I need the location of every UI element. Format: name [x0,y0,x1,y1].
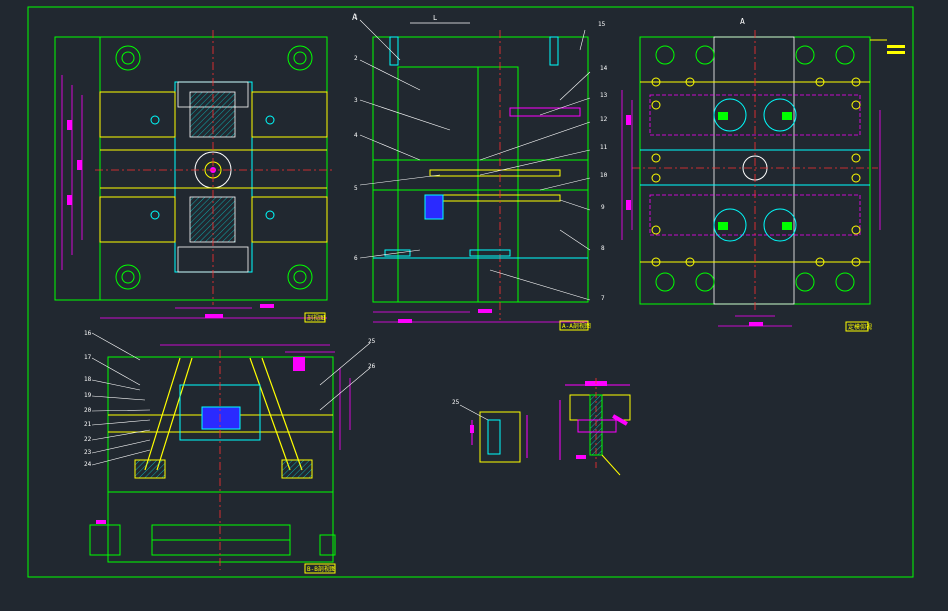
detail-view-2[interactable] [559,378,631,476]
plan-view-label: 剖视图 [307,314,325,322]
callout-15: 15 [598,21,606,28]
callout-18: 18 [84,376,92,383]
callout-5: 5 [354,185,358,192]
section-view[interactable]: A L 1 2 3 4 5 6 15 [352,13,608,331]
cavity-view[interactable]: 定模仰视 A [621,17,905,332]
callout-10: 10 [600,172,608,179]
section-view-label: A-A剖视图 [562,322,591,330]
callout-17: 17 [84,354,92,361]
callout-9: 9 [601,204,605,211]
section-marker-caption: L [433,14,437,22]
detail-callout: 25 [452,399,460,406]
detail-view-1[interactable]: 25 [452,399,528,463]
callout-12: 12 [600,116,608,123]
callout-19: 19 [84,392,92,399]
callout-8: 8 [601,245,605,252]
cavity-section-letter: A [740,17,745,26]
callout-13: 13 [600,92,608,99]
callout-26: 26 [368,363,376,370]
callout-21: 21 [84,421,92,428]
callout-23: 23 [84,449,92,456]
callout-4: 4 [354,132,358,139]
callout-2: 2 [354,55,358,62]
section-marker-letter: A [352,13,358,23]
callout-3: 3 [354,97,358,104]
callout-7: 7 [601,295,605,302]
callout-25: 25 [368,338,376,345]
drawing-frame [27,6,914,578]
callout-11: 11 [600,144,608,151]
callout-20: 20 [84,407,92,414]
cavity-view-label: 定模仰视 [848,323,872,331]
callout-22: 22 [84,436,92,443]
slider-view[interactable]: 16 17 18 19 20 21 22 23 24 25 26 B-B剖视图 [84,330,376,574]
slider-view-label: B-B剖视图 [307,565,336,573]
callout-1: 1 [354,14,358,21]
callout-14: 14 [600,65,608,72]
plan-view[interactable]: 剖视图 [54,30,335,323]
callout-6: 6 [354,255,358,262]
callout-24: 24 [84,461,92,468]
callout-16: 16 [84,330,92,337]
